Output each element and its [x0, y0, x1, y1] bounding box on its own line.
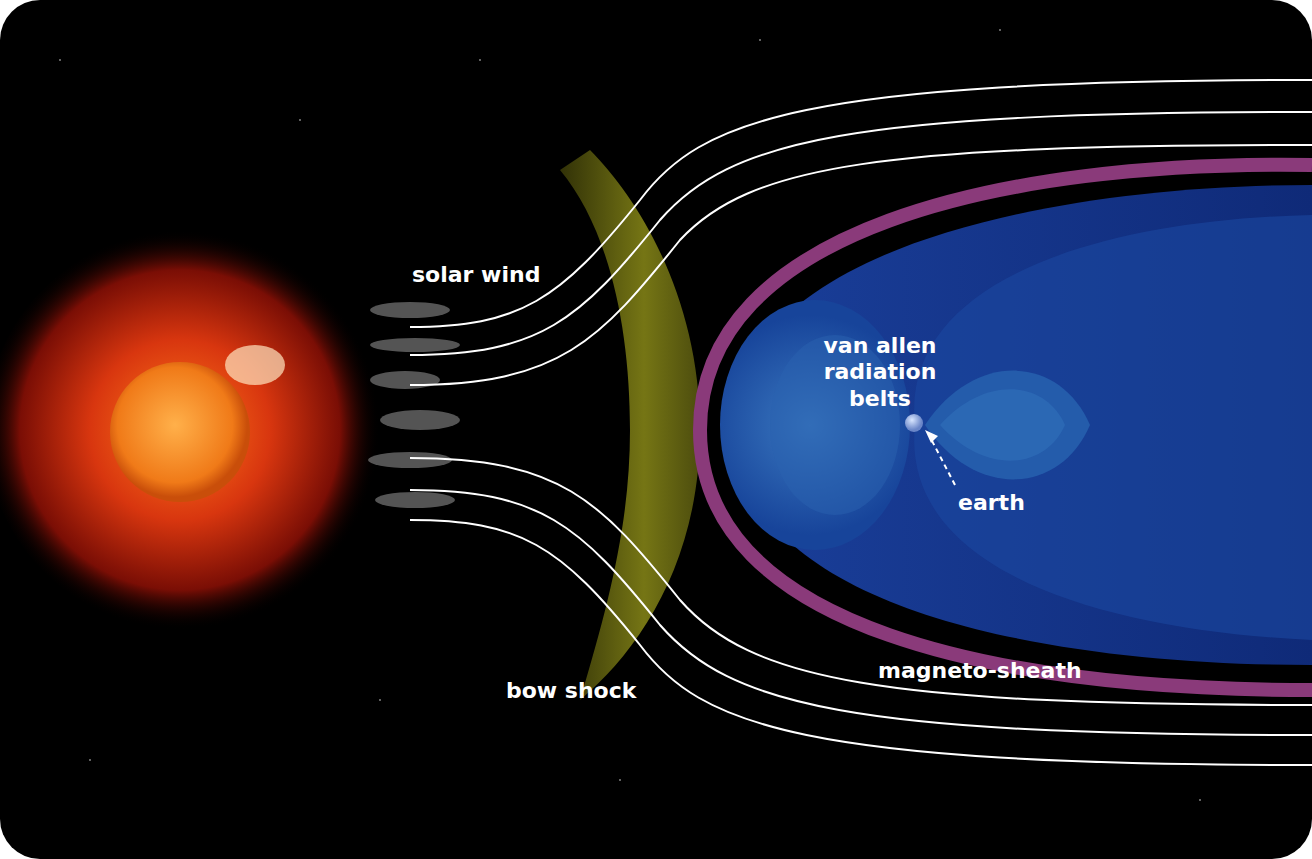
diagram-label: bow shock	[506, 678, 636, 704]
diagram-label: magneto-sheath	[878, 658, 1082, 684]
diagram-label: earth	[958, 490, 1025, 516]
diagram-label: van allen radiation belts	[795, 333, 965, 412]
diagram-label: solar wind	[412, 262, 540, 288]
